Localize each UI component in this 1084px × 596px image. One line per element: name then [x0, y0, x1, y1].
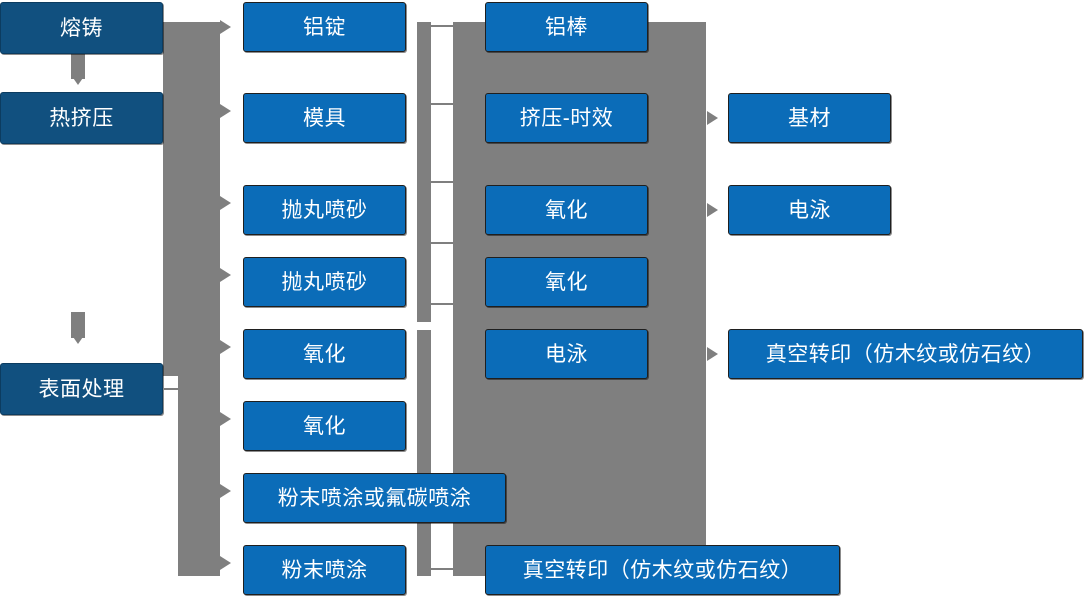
node-aluminum-ingot[interactable]: 铝锭: [243, 2, 406, 52]
node-mold-label: 模具: [303, 106, 346, 130]
node-oxidation-2-label: 氧化: [303, 414, 346, 438]
node-powder-or-fluorocarbon[interactable]: 粉末喷涂或氟碳喷涂: [243, 473, 506, 523]
left-trunk-lower: [178, 376, 220, 576]
node-powder-or-fluorocarbon-label: 粉末喷涂或氟碳喷涂: [277, 486, 472, 510]
meltcast-down-arrow: [71, 75, 85, 85]
node-oxidation-1[interactable]: 氧化: [243, 329, 406, 379]
meltcast-down-stem: [71, 54, 85, 79]
node-oxidation-3-label: 氧化: [545, 198, 588, 222]
fanout-arrow-2: [220, 104, 231, 118]
node-oxidation-1-label: 氧化: [303, 342, 346, 366]
node-hot-extrusion[interactable]: 热挤压: [0, 92, 163, 144]
node-vacuum-transfer-label: 真空转印（仿木纹或仿石纹）: [765, 342, 1046, 366]
node-surface-treatment-label: 表面处理: [38, 377, 125, 401]
ladder-rung-3: [431, 181, 453, 183]
node-aluminum-bar[interactable]: 铝棒: [485, 2, 648, 52]
node-powder-coating-label: 粉末喷涂: [281, 558, 368, 582]
node-oxidation-4-label: 氧化: [545, 270, 588, 294]
fanout-arrow-1: [220, 20, 231, 34]
node-electrophoresis-2-label: 电泳: [788, 198, 831, 222]
fanout-arrow-6: [220, 412, 231, 426]
node-vacuum-transfer[interactable]: 真空转印（仿木纹或仿石纹）: [728, 329, 1083, 379]
node-shot-blasting-1-label: 抛丸喷砂: [281, 198, 368, 222]
node-extrusion-aging[interactable]: 挤压-时效: [485, 93, 648, 143]
node-vacuum-transfer-bottom-label: 真空转印（仿木纹或仿石纹）: [522, 558, 803, 582]
node-electrophoresis-2[interactable]: 电泳: [728, 185, 891, 235]
fanout-arrow-7: [220, 484, 231, 498]
extrusion-down-arrow: [71, 334, 85, 344]
node-oxidation-4[interactable]: 氧化: [485, 257, 648, 307]
node-aluminum-ingot-label: 铝锭: [303, 15, 346, 39]
node-electrophoresis-1[interactable]: 电泳: [485, 329, 648, 379]
node-shot-blasting-1[interactable]: 抛丸喷砂: [243, 185, 406, 235]
fanout-arrow-5: [220, 340, 231, 354]
node-oxidation-2[interactable]: 氧化: [243, 401, 406, 451]
node-oxidation-3[interactable]: 氧化: [485, 185, 648, 235]
node-shot-blasting-2-label: 抛丸喷砂: [281, 270, 368, 294]
fanout-arrow-8: [220, 556, 231, 570]
surface-treatment-link: [164, 388, 186, 390]
extrusion-down-stem: [71, 312, 85, 338]
node-base-material-label: 基材: [788, 106, 831, 130]
output-arrow-vacuum-transfer: [707, 347, 718, 361]
node-melt-cast[interactable]: 熔铸: [0, 2, 163, 54]
node-shot-blasting-2[interactable]: 抛丸喷砂: [243, 257, 406, 307]
ladder-rung-1: [431, 25, 453, 27]
node-extrusion-aging-label: 挤压-时效: [519, 106, 614, 130]
ladder-rung-5: [431, 303, 453, 305]
ladder-left-rail-upper: [417, 22, 431, 322]
output-arrow-base-material: [707, 111, 718, 125]
node-surface-treatment[interactable]: 表面处理: [0, 363, 163, 415]
ladder-rung-6: [431, 568, 453, 570]
node-hot-extrusion-label: 热挤压: [49, 106, 114, 130]
left-trunk-upper: [163, 22, 220, 376]
node-powder-coating[interactable]: 粉末喷涂: [243, 545, 406, 595]
node-electrophoresis-1-label: 电泳: [545, 342, 588, 366]
node-melt-cast-label: 熔铸: [60, 16, 103, 40]
ladder-left-rail-lower: [417, 330, 431, 576]
ladder-rung-2: [431, 103, 453, 105]
node-mold[interactable]: 模具: [243, 93, 406, 143]
node-base-material[interactable]: 基材: [728, 93, 891, 143]
fanout-arrow-3: [220, 196, 231, 210]
fanout-arrow-4: [220, 268, 231, 282]
node-vacuum-transfer-bottom[interactable]: 真空转印（仿木纹或仿石纹）: [485, 545, 840, 595]
ladder-rung-4: [431, 242, 453, 244]
output-arrow-electrophoresis: [707, 203, 718, 217]
node-aluminum-bar-label: 铝棒: [545, 15, 588, 39]
